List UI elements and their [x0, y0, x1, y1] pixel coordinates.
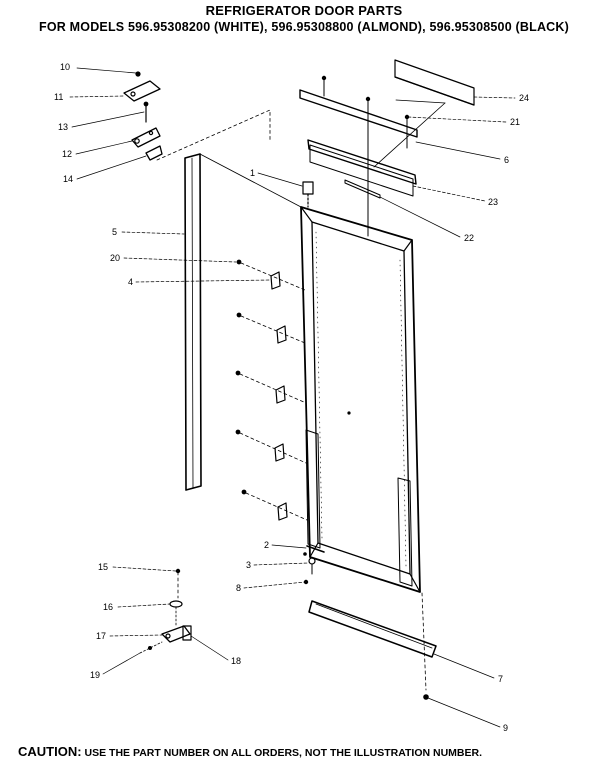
- leader-lines: [69, 67, 516, 728]
- callout-17: 17: [96, 631, 106, 641]
- callout-14: 14: [63, 174, 73, 184]
- bottom-hinge-assembly: [139, 568, 192, 654]
- callout-24: 24: [519, 93, 529, 103]
- callout-22: 22: [464, 233, 474, 243]
- model-subtitle: FOR MODELS 596.95308200 (WHITE), 596.953…: [39, 20, 569, 34]
- callout-3: 3: [246, 560, 251, 570]
- callout-11: 11: [54, 92, 63, 102]
- shelf-brackets: [235, 259, 308, 521]
- caution-label: CAUTION:: [18, 744, 82, 759]
- callout-23: 23: [488, 197, 498, 207]
- callout-13: 13: [58, 122, 68, 132]
- callout-12: 12: [62, 149, 72, 159]
- callout-7: 7: [498, 674, 503, 684]
- callout-9: 9: [503, 723, 508, 733]
- bottom-door-parts: [303, 545, 437, 700]
- door-gasket-strip: [184, 153, 302, 491]
- callout-2: 2: [264, 540, 269, 550]
- callout-21: 21: [510, 117, 520, 127]
- caution-text: USE THE PART NUMBER ON ALL ORDERS, NOT T…: [84, 747, 482, 759]
- top-trim-assembly: [156, 59, 475, 237]
- callout-6-top: 6: [504, 155, 509, 165]
- callout-15: 15: [98, 562, 108, 572]
- callout-19: 19: [90, 670, 100, 680]
- door-frame: [300, 206, 421, 593]
- top-hinge-assembly: [123, 71, 163, 161]
- callout-4: 4: [128, 277, 133, 287]
- callout-1: 1: [250, 168, 255, 178]
- caution-note: CAUTION:USE THE PART NUMBER ON ALL ORDER…: [18, 743, 482, 761]
- page-title: REFRIGERATOR DOOR PARTS: [205, 3, 403, 18]
- callout-16: 16: [103, 602, 113, 612]
- callout-5: 5: [112, 227, 117, 237]
- callout-20: 20: [110, 253, 120, 263]
- callout-10: 10: [60, 62, 70, 72]
- callout-8: 8: [236, 583, 241, 593]
- callout-labels: 10 11 13 12 14 24 21 6 1 23 22 5 20 4 2 …: [54, 62, 529, 733]
- callout-18: 18: [231, 656, 241, 666]
